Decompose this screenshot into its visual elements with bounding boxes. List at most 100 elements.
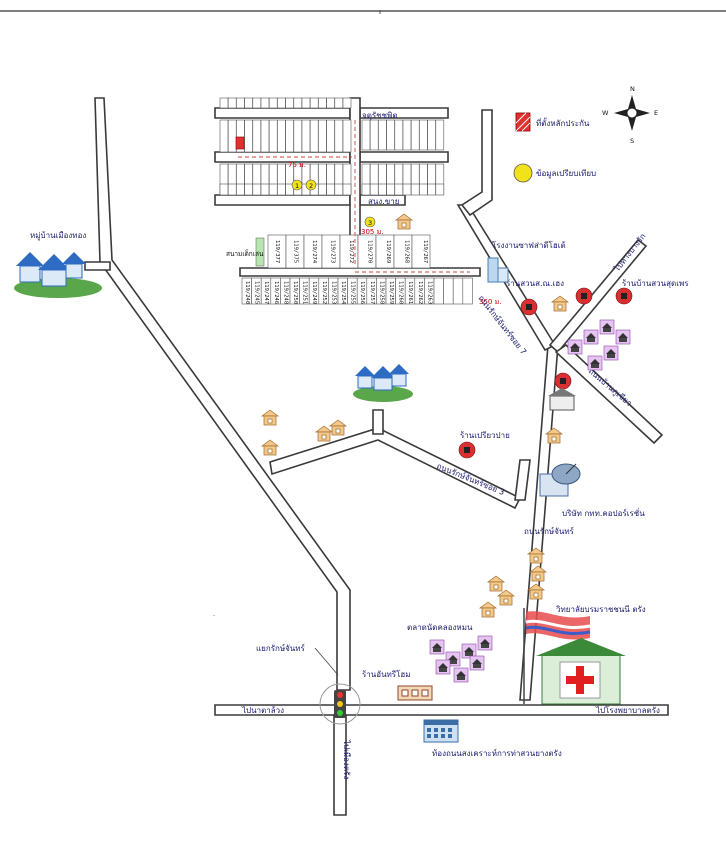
house-icon: [478, 601, 498, 618]
shop-1-label: ร้านสวนส.ณ.เฮง: [506, 279, 564, 288]
market-stall-icon: [461, 643, 477, 659]
lot-label-bottom: 119/260: [398, 281, 404, 304]
shop-3-label: ร้านเปรียวปาย: [460, 431, 510, 440]
market-stall-icon: [615, 329, 631, 345]
svg-text:W: W: [602, 109, 609, 117]
comparison-markers: [458, 287, 633, 459]
company-label: บริษัท กทท.คอปอร์เรชั่น: [562, 507, 645, 518]
plant-label: โรงงานซาฟส่าดีโฮเต้: [492, 240, 566, 250]
traffic-light-icon: [319, 683, 361, 725]
lot-label-bottom: 119/257: [369, 281, 375, 304]
lot-label-top: 119/270: [367, 240, 373, 263]
svg-text:2: 2: [309, 182, 313, 190]
road-label-to-trang: ไปเมืองตรัง: [342, 739, 351, 779]
house-icon: [496, 589, 516, 606]
store-icon: [397, 685, 433, 701]
lot-label-bottom: 119/259: [388, 281, 394, 304]
legend-info-swatch: [513, 163, 533, 183]
lot-label-top: 119/268: [404, 240, 410, 263]
distance-lines: [238, 120, 470, 273]
house-icon: [260, 439, 280, 456]
junction-label: แยกรักษ์จันทร์: [256, 643, 306, 653]
market-stall-icon: [599, 319, 615, 335]
lot-label-bottom: 119/261: [407, 281, 413, 304]
info-point-1: 1: [291, 179, 303, 191]
market-label: ตลาดนัดคลองหมน: [407, 623, 473, 632]
comparison-marker-icon: [615, 287, 633, 305]
lot-label-top: 119/274: [311, 240, 317, 264]
lot-label-bottom: 119/249: [311, 281, 317, 304]
office-label: ท้องถนนสงเคราะห์การท่าสวนยางตรัง: [432, 748, 562, 758]
market-stall-icon: [469, 655, 485, 671]
hospital-icon: [523, 608, 626, 705]
village-label: หมู่บ้านเมืองทอง: [30, 231, 86, 241]
road-label-rak-chan: ถนนรักษ์จันทร์: [524, 526, 575, 536]
lot-label-bottom: 119/256: [359, 281, 365, 304]
market-stall-icon: [477, 635, 493, 651]
lot-label-bottom: 119/250: [292, 281, 298, 304]
legend-info-label: ข้อมูลเปรียบเทียบ: [536, 169, 596, 179]
road-label-top: จตุรัชชพิต: [362, 111, 398, 120]
playground-label: สนามเด็กเล่น: [226, 249, 264, 258]
market-stall-icon: [567, 339, 583, 355]
lot-label-bottom: 119/252: [321, 281, 327, 304]
house-icon: [544, 427, 564, 444]
lot-label-top: 119/273: [330, 240, 336, 263]
lot-label-top: 119/267: [422, 240, 428, 263]
house-icon: [328, 419, 348, 436]
market-stall-icon: [603, 345, 619, 361]
plant-icon: [487, 257, 509, 283]
market-stall-icon: [429, 639, 445, 655]
lot-label-top: 119/377: [274, 240, 280, 263]
house-icons: [260, 213, 570, 618]
distance-label-1: 75 ม.: [288, 161, 306, 169]
village-icon-center: [353, 364, 413, 402]
lot-label-bottom: 119/246: [273, 281, 279, 304]
road-label-to-hospital: ไปโรงพยาบาลตรัง: [595, 705, 660, 715]
house-icon: [314, 425, 334, 442]
market-stall-icon: [587, 355, 603, 371]
distance-label-2: 305 ม.: [361, 228, 383, 236]
shop-2-label: ร้านบ้านสวนสุดเพร: [622, 279, 689, 288]
road-label-to-bang-rak: ไปทางบางรัก: [612, 232, 648, 274]
lot-label-bottom: 119/254: [340, 281, 346, 305]
market-stall-icon: [453, 667, 469, 683]
shop-building-icon: [548, 388, 576, 411]
svg-text:N: N: [630, 85, 635, 93]
distance-label-3: 350 ม.: [479, 298, 501, 306]
lot-label-top: 119/272: [348, 240, 354, 263]
house-icon: [526, 547, 546, 564]
lot-label-bottom: 119/251: [302, 281, 308, 304]
village-icon-left: [14, 252, 102, 298]
comparison-marker-icon: [575, 287, 593, 305]
office-building-icon: [423, 719, 459, 743]
house-icon: [486, 575, 506, 592]
college-label: วิทยาลัยบรมราชชนนี ตรัง: [555, 605, 645, 614]
svg-text:E: E: [654, 109, 658, 117]
estate-lots: [219, 97, 473, 305]
house-icon: [550, 295, 570, 312]
svg-text:3: 3: [368, 219, 372, 227]
house-icon: [528, 565, 548, 582]
lot-label-bottom: 119/248: [282, 281, 288, 304]
road-label-to-pa-to: ไปนาตาล้วง: [241, 706, 284, 715]
road-label-soi3: ถนนรักษ์จันทร์ซอย 3: [435, 461, 506, 497]
collateral-site-marker: [235, 136, 245, 150]
market-stalls: [429, 319, 631, 683]
comparison-marker-icon: [554, 372, 572, 390]
house-icon: [394, 213, 414, 230]
lot-label-bottom: 119/255: [350, 281, 356, 304]
shop-4-label: ร้านอันทรีโฮม: [362, 669, 411, 679]
dot-mark: .: [213, 610, 215, 618]
lot-label-bottom: 119/253: [330, 281, 336, 304]
compass-icon: N S E W: [602, 85, 658, 145]
lot-label-bottom: 119/240: [244, 281, 250, 304]
comparison-marker-icon: [458, 441, 476, 459]
house-icon: [526, 583, 546, 600]
lot-label-top: 119/269: [385, 240, 391, 263]
legend: ที่ตั้งหลักประกัน ข้อมูลเปรียบเทียบ: [513, 112, 596, 183]
legend-site-label: ที่ตั้งหลักประกัน: [536, 117, 590, 128]
